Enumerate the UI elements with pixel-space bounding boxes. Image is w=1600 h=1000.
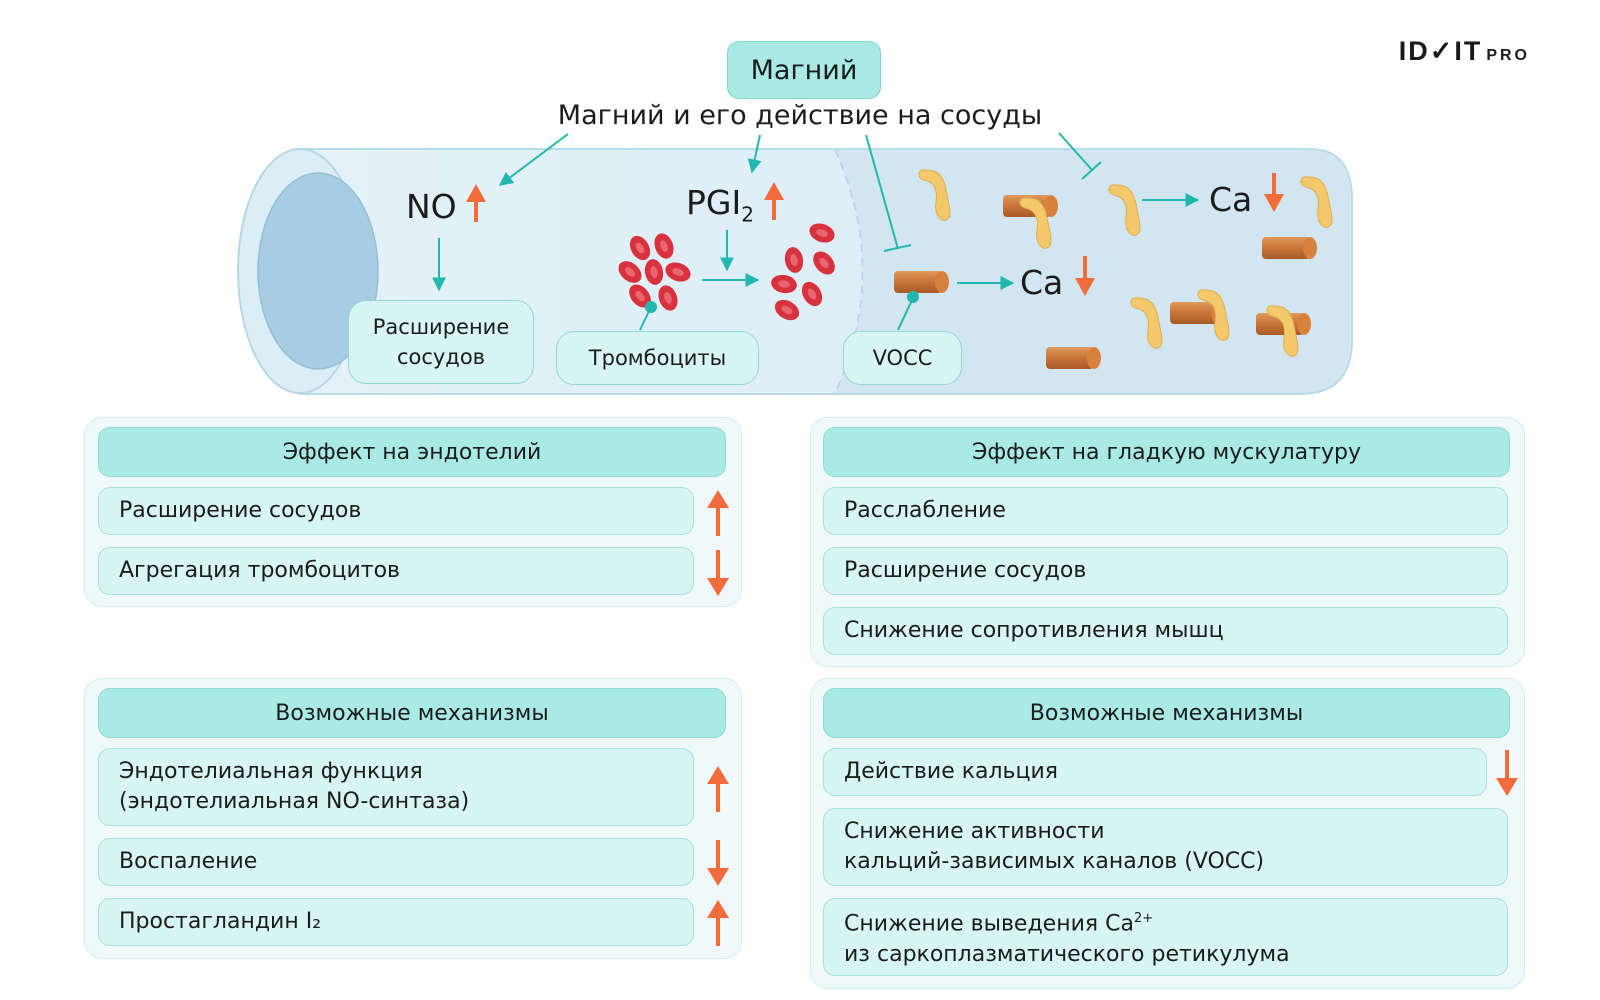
dispersed-platelets	[771, 223, 835, 321]
red-blood-cell	[654, 233, 674, 259]
red-blood-cell	[771, 274, 797, 294]
mech-left-row-endothelial-line2: (эндотелиальная NO-синтаза)	[119, 789, 470, 814]
trend-up-arrow-icon	[707, 766, 729, 812]
trend-down-arrow-icon	[1496, 750, 1518, 796]
panel-mechanisms-left-header: Возможные механизмы	[98, 688, 726, 738]
panel-endothelium-header: Эффект на эндотелий	[98, 427, 726, 477]
pgi-up-arrow-icon	[764, 182, 784, 220]
mech-right-row-vocc-line1: Снижение активности	[844, 819, 1105, 844]
mech-right-row-calcium: Действие кальция	[823, 748, 1487, 796]
arrow-subtitle-to-no	[498, 133, 569, 186]
trend-down-arrow-icon	[707, 550, 729, 596]
bubble-vasodilation: Расширение сосудов	[348, 300, 534, 384]
connector-vocc	[897, 297, 914, 331]
endothelium-row-vasodilation: Расширение сосудов	[98, 487, 694, 535]
muscle-protein-icon	[1108, 184, 1141, 236]
calcium-channel-icon	[1262, 237, 1317, 259]
label-no: NO	[406, 187, 457, 226]
calcium-channel-icon	[1046, 347, 1101, 369]
calcium-channels	[894, 195, 1317, 369]
logo-text: ID✓IT	[1398, 36, 1483, 66]
inhibit-to-protein	[1058, 132, 1093, 171]
muscle-protein-icon	[1019, 197, 1052, 249]
label-ca-1: Ca	[1020, 263, 1064, 302]
mech-right-row-vocc-line2: кальций-зависимых каналов (VOCC)	[844, 849, 1265, 874]
bubble-vasodilation-line2: сосудов	[396, 345, 486, 369]
label-pgi-sub: 2	[741, 202, 754, 227]
ca-down-arrow-icon-1	[1075, 256, 1095, 296]
red-blood-cell	[801, 281, 823, 307]
calcium-channel-icon	[894, 271, 949, 293]
muscle-protein-icon	[918, 169, 951, 221]
bubble-vocc: VOCC	[843, 331, 962, 385]
bubble-vasodilation-line1: Расширение	[372, 315, 510, 339]
panel-smooth-muscle-header: Эффект на гладкую мускулатуру	[823, 427, 1510, 477]
ca-down-arrow-icon-2	[1264, 173, 1284, 212]
muscle-protein-icon	[1197, 289, 1230, 341]
red-blood-cell	[644, 259, 664, 285]
red-blood-cell	[784, 247, 804, 273]
smooth-row-vasodilation: Расширение сосудов	[823, 547, 1508, 595]
mech-right-row-sarcoplasmic: Снижение выведения Ca2+ из саркоплазматич…	[823, 898, 1508, 976]
muscle-protein-icon	[1130, 297, 1163, 349]
red-blood-cell	[618, 261, 642, 283]
logo-suffix: PRO	[1486, 47, 1530, 64]
label-pgi-main: PGI	[686, 183, 742, 222]
trend-up-arrow-icon	[707, 900, 729, 946]
inhibit-bar-protein	[1081, 161, 1102, 180]
mech-right-row-sarcoplasmic-sup: 2+	[1133, 911, 1154, 927]
connector-dot-platelets	[645, 301, 657, 313]
diagram-trend-arrows	[466, 173, 1284, 296]
label-pgi: PGI2	[686, 183, 754, 227]
connector-dot-vocc	[907, 291, 919, 303]
teal-arrows	[432, 132, 1200, 331]
red-blood-cell	[665, 262, 691, 282]
smooth-row-relaxation: Расслабление	[823, 487, 1508, 535]
inhibit-bar-vocc	[883, 244, 912, 252]
no-up-arrow-icon	[466, 184, 486, 222]
bubble-platelets: Тромбоциты	[556, 331, 759, 385]
mech-left-row-inflammation: Воспаление	[98, 838, 694, 886]
muscle-proteins	[918, 169, 1333, 357]
red-blood-cell	[774, 299, 800, 321]
mech-left-row-prostaglandin: Простагландин I₂	[98, 898, 694, 946]
red-blood-cell	[658, 285, 678, 311]
mech-left-row-endothelial: Эндотелиальная функция (эндотелиальная NO…	[98, 748, 694, 826]
muscle-protein-icon	[1300, 176, 1333, 228]
muscle-protein-icon	[1266, 305, 1299, 357]
red-blood-cell	[629, 284, 651, 308]
mech-right-row-sarcoplasmic-line2: из саркоплазматического ретикулума	[844, 941, 1290, 967]
smooth-row-resistance: Снижение сопротивления мышц	[823, 607, 1508, 655]
mech-right-row-vocc: Снижение активности кальций-зависимых кан…	[823, 808, 1508, 886]
panel-mechanisms-right-header: Возможные механизмы	[823, 688, 1510, 738]
red-blood-cell	[809, 223, 835, 243]
red-blood-cell	[813, 251, 835, 275]
endothelium-row-platelet-aggregation: Агрегация тромбоцитов	[98, 547, 694, 595]
mech-right-row-sarcoplasmic-line1: Снижение выведения Ca	[844, 911, 1134, 937]
trend-down-arrow-icon	[707, 840, 729, 886]
label-ca-2: Ca	[1209, 180, 1253, 219]
arrow-subtitle-to-pgi	[747, 134, 762, 174]
platelet-cluster	[618, 233, 691, 311]
red-blood-cell	[629, 235, 651, 261]
subtitle: Магний и его действие на сосуды	[557, 100, 1043, 131]
title-pill: Магний	[727, 41, 881, 99]
trend-up-arrow-icon	[707, 490, 729, 536]
page-title: Магний	[750, 54, 858, 86]
inhibit-to-vocc	[865, 134, 899, 250]
mech-left-row-endothelial-line1: Эндотелиальная функция	[119, 759, 423, 784]
